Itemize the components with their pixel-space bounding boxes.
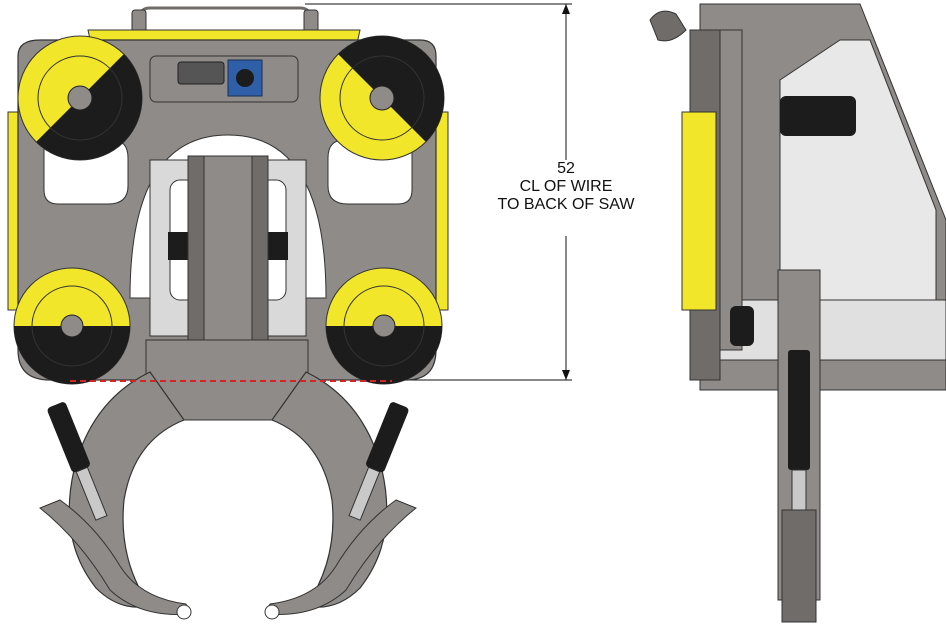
side-shackle xyxy=(649,10,687,42)
center-slide xyxy=(203,155,253,347)
rail-right xyxy=(251,155,269,371)
side-jaw xyxy=(781,509,817,623)
sheave-bottom-left xyxy=(13,267,131,385)
dimension-value: 52 xyxy=(557,160,575,177)
side-frame-window xyxy=(779,39,937,301)
sheave-top-left xyxy=(17,35,143,161)
cylinder-right xyxy=(348,402,409,521)
sheave-bottom-right xyxy=(325,267,443,385)
dimension-label: 52 CL OF WIRE TO BACK OF SAW xyxy=(478,160,654,214)
side-clamp-block xyxy=(730,306,754,346)
side-view xyxy=(649,3,946,623)
dimension-arrow-top xyxy=(562,4,570,14)
side-cylinder xyxy=(788,350,810,470)
side-mast-inner xyxy=(719,29,743,351)
cylinder-left xyxy=(47,402,108,521)
jaw-tip-left xyxy=(176,604,192,620)
jaw-tip-right xyxy=(264,604,280,620)
motor-body xyxy=(177,61,225,85)
dimension-line1: CL OF WIRE xyxy=(519,178,613,195)
sheave-top-right xyxy=(319,35,445,161)
dimension-line2: TO BACK OF SAW xyxy=(497,196,635,213)
gearbox-shaft xyxy=(236,69,254,87)
front-view xyxy=(7,3,572,620)
rail-left xyxy=(187,155,205,371)
side-motor xyxy=(780,96,856,136)
dimension-arrow-bottom xyxy=(562,370,570,380)
side-guard xyxy=(681,111,717,311)
